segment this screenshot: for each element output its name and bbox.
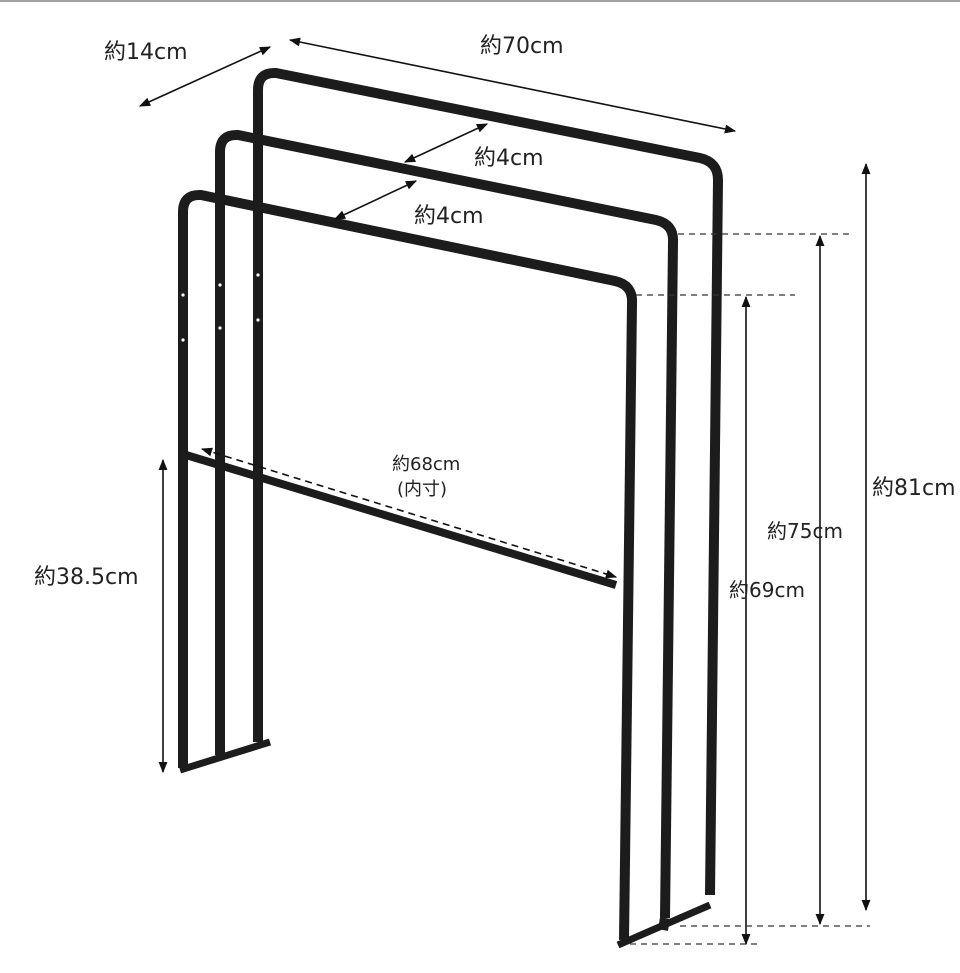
front-frame <box>178 189 638 941</box>
back-frame <box>253 67 723 896</box>
dimension-arrows <box>138 37 871 946</box>
dimension-labels: 約14cm 約70cm 約4cm 約4cm 約68cm (内寸) 約38.5cm… <box>34 34 956 602</box>
width-arrow <box>288 37 737 134</box>
inner-width-note: (内寸) <box>397 479 447 500</box>
right-foot <box>616 901 712 949</box>
total-height-label: 約81cm <box>872 476 956 501</box>
gap-label-upper: 約4cm <box>474 146 544 171</box>
gap-label-lower: 約4cm <box>414 204 484 229</box>
middle-frame <box>215 129 679 919</box>
front-height-label: 約69cm <box>729 578 805 602</box>
connector-screws <box>181 273 260 342</box>
gap-arrow-upper <box>403 123 489 163</box>
inner-width-arrow <box>200 447 618 579</box>
gap-arrow-lower <box>333 180 418 220</box>
depth-label: 約14cm <box>104 40 188 65</box>
width-label: 約70cm <box>480 34 564 59</box>
reference-lines <box>630 233 870 945</box>
inner-width-label: 約68cm <box>392 454 460 475</box>
depth-arrow <box>138 46 272 107</box>
lower-bar-height-label: 約38.5cm <box>34 565 139 590</box>
middle-height-label: 約75cm <box>767 519 843 543</box>
